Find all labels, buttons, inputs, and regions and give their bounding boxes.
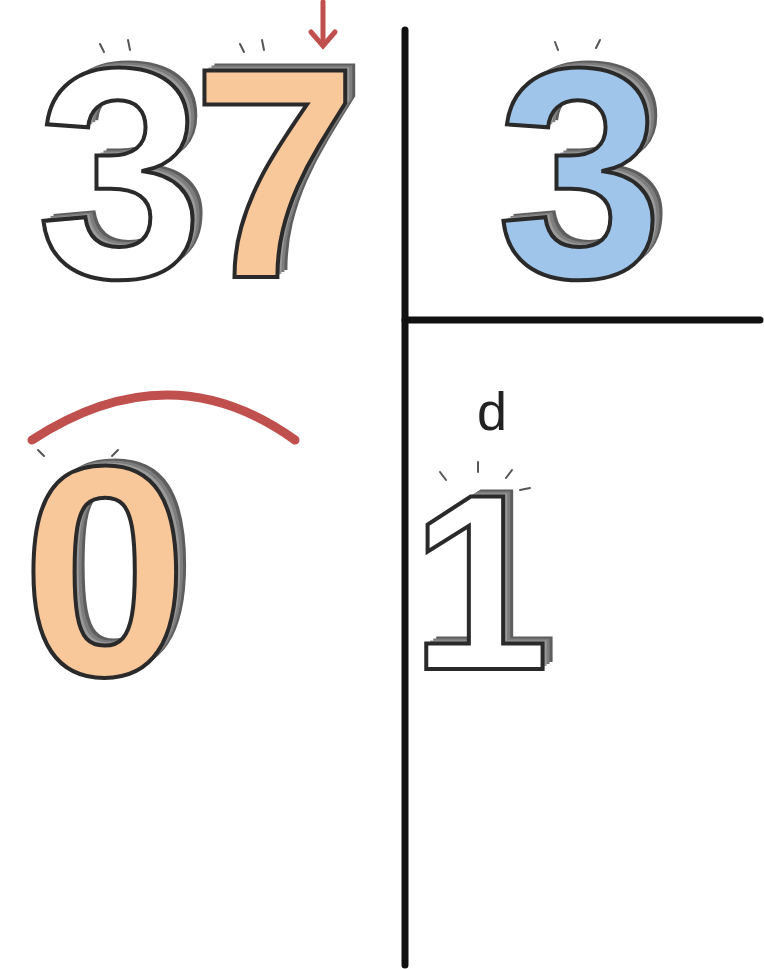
place-letter: d	[477, 384, 507, 438]
division-bar	[402, 30, 409, 965]
divisor-digit: 3	[497, 23, 664, 323]
remainder-digit: 0	[22, 421, 189, 721]
dividend-digit: 3	[37, 23, 204, 323]
quotient-digit: 1	[410, 458, 549, 708]
dividend-digit: 7	[192, 23, 359, 323]
